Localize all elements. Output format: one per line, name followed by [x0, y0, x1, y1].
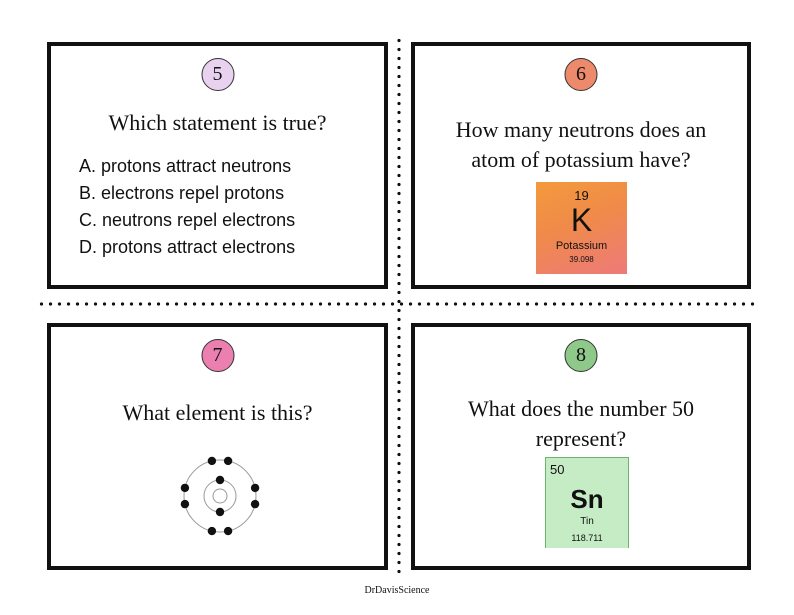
- card-question: Which statement is true?: [108, 110, 327, 135]
- atomic-mass: 118.711: [571, 533, 603, 543]
- element-symbol: Sn: [570, 484, 604, 514]
- card-number-badge: 6: [564, 58, 598, 91]
- atomic-mass: 39.098: [569, 255, 594, 264]
- electron: [215, 475, 225, 485]
- vertical-cut-line: [397, 36, 401, 576]
- electron: [207, 526, 217, 536]
- card-number-badge: 5: [201, 58, 234, 91]
- bohr-model-icon: [180, 456, 260, 536]
- task-card-8: 8 What does the number 50 represent? 50 …: [411, 323, 751, 570]
- card-question-line: How many neutrons does an: [455, 117, 707, 142]
- atomic-number: 19: [574, 188, 589, 203]
- answer-option: D. protons attract electrons: [79, 237, 296, 257]
- answer-option: A. protons attract neutrons: [79, 156, 292, 176]
- nucleus: [212, 488, 228, 504]
- card-number-badge: 8: [564, 339, 598, 372]
- card-number-badge: 7: [201, 339, 234, 372]
- electron: [180, 483, 190, 493]
- task-card-6: 6 How many neutrons does an atom of pota…: [411, 42, 751, 289]
- electron: [250, 483, 260, 493]
- task-card-7: 7 What element is this?: [47, 323, 388, 570]
- element-name: Potassium: [555, 240, 608, 252]
- card-question-line: atom of potassium have?: [471, 147, 691, 172]
- atomic-number: 50: [550, 462, 565, 477]
- card-question: What element is this?: [122, 400, 313, 425]
- element-symbol: K: [570, 202, 593, 238]
- electron: [250, 499, 260, 509]
- horizontal-cut-line: [37, 302, 757, 306]
- electron: [223, 526, 233, 536]
- answer-option: B. electrons repel protons: [79, 183, 285, 203]
- card-question-line: What does the number 50: [467, 396, 695, 421]
- electron: [223, 456, 233, 466]
- task-card-5: 5 Which statement is true? A. protons at…: [47, 42, 388, 289]
- electron: [215, 507, 225, 517]
- answer-option: C. neutrons repel electrons: [79, 210, 296, 230]
- potassium-element-tile: 19 K Potassium 39.098: [536, 182, 627, 274]
- author-credit: DrDavisScience: [364, 585, 430, 596]
- tin-element-tile: 50 Sn Tin 118.711: [545, 457, 629, 548]
- electron: [207, 456, 217, 466]
- card-question-line: represent?: [535, 426, 627, 451]
- answer-options: A. protons attract neutrons B. electrons…: [79, 153, 295, 261]
- outer-shell: [183, 459, 257, 533]
- element-name: Tin: [580, 516, 594, 527]
- inner-shell: [203, 479, 237, 513]
- electron: [180, 499, 190, 509]
